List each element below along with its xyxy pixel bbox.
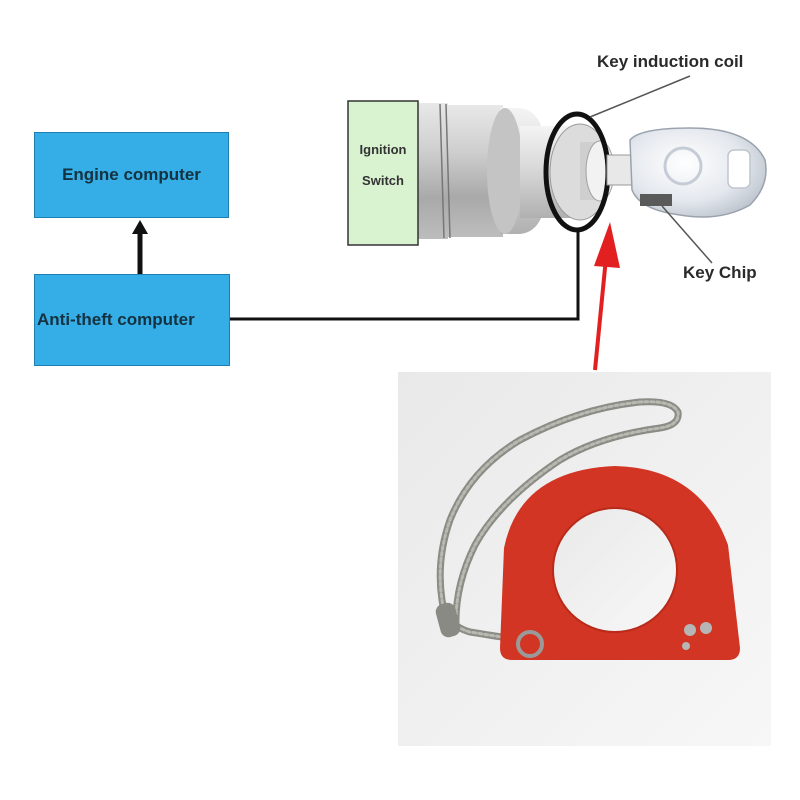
key-chip-label: Key Chip <box>683 263 757 282</box>
engine-computer-box: Engine computer <box>34 132 229 218</box>
ignition-switch-label-line2: Switch <box>362 173 404 188</box>
antitheft-computer-label: Anti-theft computer <box>37 310 195 329</box>
coil-photo <box>398 372 771 746</box>
ignition-cylinder <box>418 103 615 239</box>
wire-antitheft-to-coil <box>230 232 580 321</box>
antitheft-computer-box: Anti-theft computer <box>34 274 230 366</box>
coil-leader-line <box>589 75 691 118</box>
ignition-switch-label-line1: Ignition <box>359 142 407 157</box>
key-illustration <box>606 127 767 218</box>
red-arrow <box>593 222 620 371</box>
key-induction-coil-label: Key induction coil <box>597 52 744 71</box>
chip-leader-line <box>661 205 713 264</box>
ignition-switch-block <box>347 100 419 246</box>
engine-computer-label: Engine computer <box>62 165 201 184</box>
arrow-antitheft-to-engine <box>132 220 148 274</box>
